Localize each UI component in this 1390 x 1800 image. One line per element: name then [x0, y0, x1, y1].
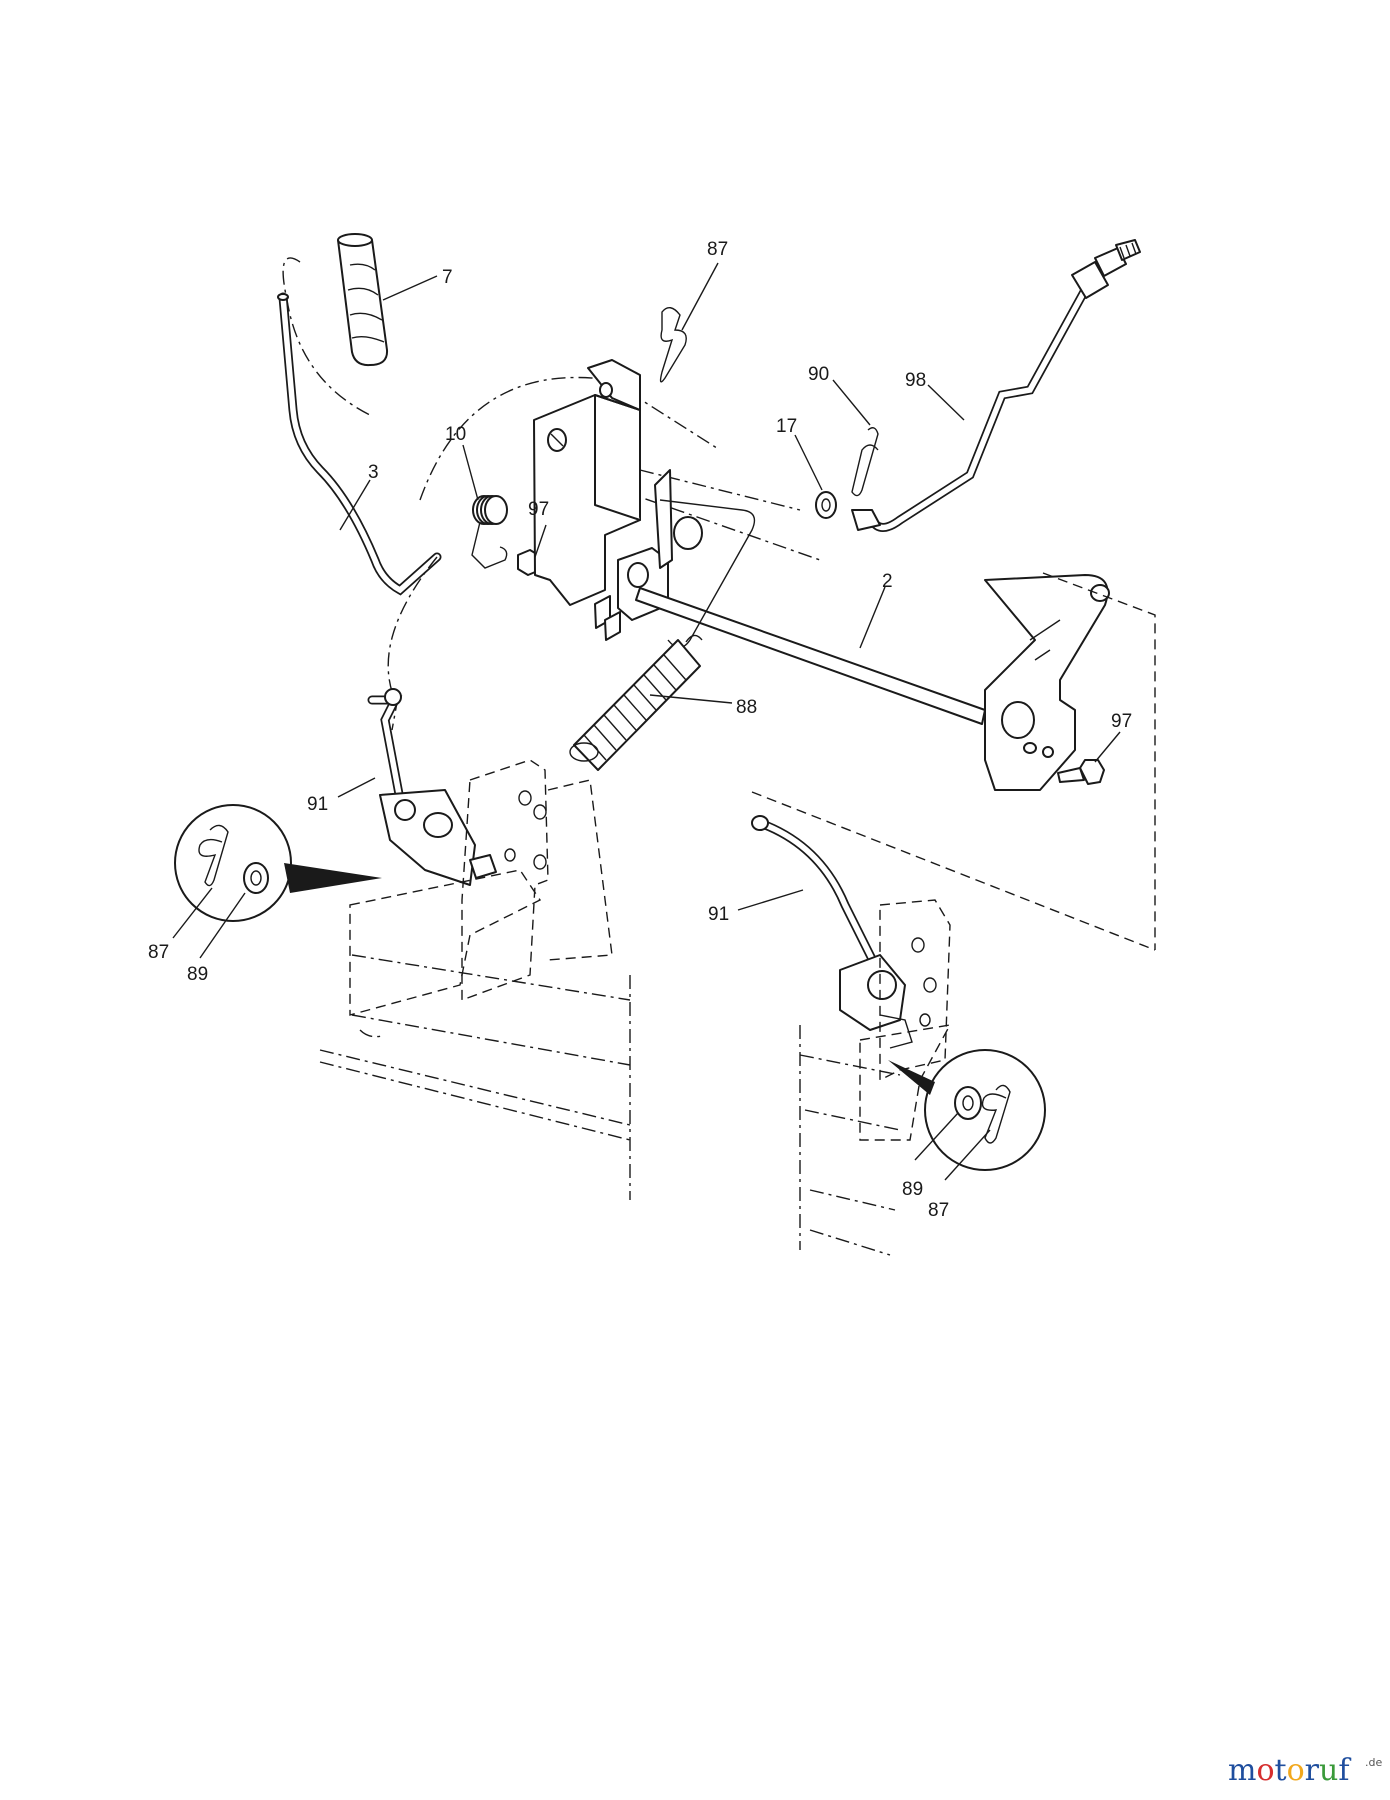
- label-87-right: 87: [928, 1200, 949, 1221]
- label-98: 98: [905, 370, 926, 391]
- label-88: 88: [736, 697, 757, 718]
- detail-callout-left: [174, 804, 382, 922]
- label-10: 10: [445, 424, 466, 445]
- assembly-line-bracket: [419, 376, 721, 501]
- mounting-bracket: [533, 359, 641, 641]
- label-97-left: 97: [528, 499, 549, 520]
- watermark-letter-o1: o: [1256, 1753, 1274, 1788]
- dashed-outline-lower: [751, 791, 1156, 951]
- label-97-right: 97: [1111, 711, 1132, 732]
- watermark-letter-r: r: [1305, 1753, 1320, 1788]
- watermark-letter-u: u: [1319, 1753, 1338, 1788]
- label-17: 17: [776, 416, 797, 437]
- deck-bracket-right: [799, 899, 952, 1256]
- extension-spring: [569, 634, 703, 771]
- hairpin-clip-90: [851, 427, 879, 497]
- detail-callout-right: [888, 1049, 1046, 1171]
- label-87-left: 87: [148, 942, 169, 963]
- svg-text:motoruf: motoruf: [1228, 1753, 1351, 1788]
- watermark-letter-f: f: [1338, 1753, 1351, 1788]
- label-90: 90: [808, 364, 829, 385]
- watermark-suffix: .de: [1365, 1756, 1382, 1769]
- watermark-letter-m: m: [1228, 1753, 1256, 1788]
- label-2: 2: [882, 571, 893, 592]
- assembly-line-pivot: [619, 489, 821, 561]
- part-labels: 7 87 90 98 17 10 3 97 2 88 97 91 87 89 9…: [148, 239, 1132, 1221]
- hand-grip: [282, 233, 389, 416]
- label-87-top: 87: [707, 239, 728, 260]
- label-91-left: 91: [307, 794, 328, 815]
- label-7: 7: [442, 267, 453, 288]
- hairpin-clip-87-top: [659, 307, 687, 383]
- adjustment-rod: [851, 239, 1141, 532]
- label-89-right: 89: [902, 1179, 923, 1200]
- lift-lever-rod: [277, 292, 442, 596]
- lift-shaft: [635, 587, 986, 725]
- leader-lines: [172, 262, 1121, 1181]
- deck-bracket-left: [319, 759, 631, 1200]
- pivot-arm-right: [984, 574, 1110, 791]
- washer-17: [815, 491, 837, 519]
- dashed-outline-right: [1042, 572, 1156, 950]
- assembly-line-lever: [387, 556, 438, 701]
- torsion-spring: [471, 495, 508, 569]
- label-91-right: 91: [708, 904, 729, 925]
- watermark-logo: motoruf .de: [1228, 1753, 1382, 1788]
- bolt-right: [1057, 759, 1105, 785]
- watermark-letter-t: t: [1275, 1753, 1287, 1788]
- label-3: 3: [368, 462, 379, 483]
- lift-link-left: [367, 688, 497, 886]
- lift-link-right: [751, 815, 913, 1049]
- watermark-letter-o2: o: [1287, 1753, 1305, 1788]
- label-89-left: 89: [187, 964, 208, 985]
